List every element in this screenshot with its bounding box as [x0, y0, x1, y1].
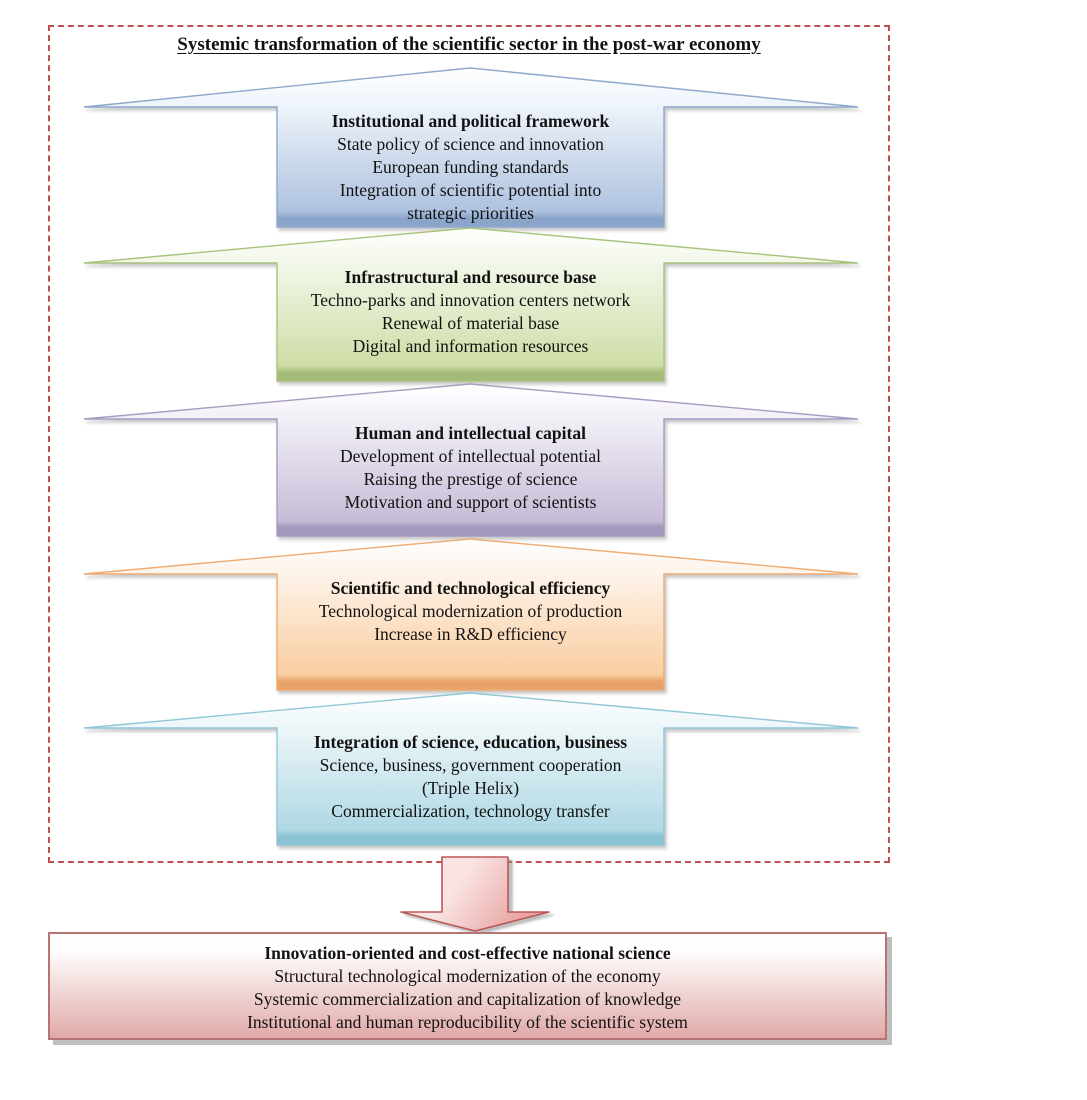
section-line: Technological modernization of productio… [318, 601, 623, 621]
section-title: Infrastructural and resource base [344, 267, 597, 287]
section-title: Human and intellectual capital [355, 423, 586, 443]
section-line: strategic priorities [407, 203, 534, 223]
section-line: Techno-parks and innovation centers netw… [310, 290, 631, 310]
main-title: Systemic transformation of the scientifi… [177, 34, 761, 55]
outcome-box: Innovation-oriented and cost-effective n… [48, 932, 887, 1040]
section-title: Scientific and technological efficiency [330, 578, 611, 598]
section-line: Raising the prestige of science [363, 469, 578, 489]
section-line: (Triple Helix) [421, 778, 520, 798]
section-integration: Integration of science, education, busin… [277, 731, 664, 823]
outcome-line: Systemic commercialization and capitaliz… [253, 989, 682, 1009]
outcome-title: Innovation-oriented and cost-effective n… [264, 943, 671, 963]
section-line: Development of intellectual potential [340, 446, 601, 466]
outcome-line: Institutional and human reproducibility … [247, 1012, 688, 1032]
section-efficiency: Scientific and technological efficiency … [277, 577, 664, 646]
section-infrastructure: Infrastructural and resource base Techno… [277, 266, 664, 358]
section-line: Digital and information resources [352, 336, 589, 356]
outcome-line: Structural technological modernization o… [274, 966, 661, 986]
section-line: Renewal of material base [381, 313, 560, 333]
section-line: Science, business, government cooperatio… [319, 755, 622, 775]
section-line: Increase in R&D efficiency [374, 624, 567, 644]
section-line: European funding standards [372, 157, 569, 177]
section-line: Motivation and support of scientists [344, 492, 597, 512]
section-line: Commercialization, technology transfer [331, 801, 610, 821]
section-line: Integration of scientific potential into [339, 180, 602, 200]
outcome-down-arrow [400, 856, 550, 932]
section-line: State policy of science and innovation [337, 134, 604, 154]
section-institutional: Institutional and political framework St… [277, 110, 664, 225]
section-human-capital: Human and intellectual capital Developme… [277, 422, 664, 514]
section-title: Integration of science, education, busin… [313, 732, 628, 752]
section-title: Institutional and political framework [331, 111, 610, 131]
